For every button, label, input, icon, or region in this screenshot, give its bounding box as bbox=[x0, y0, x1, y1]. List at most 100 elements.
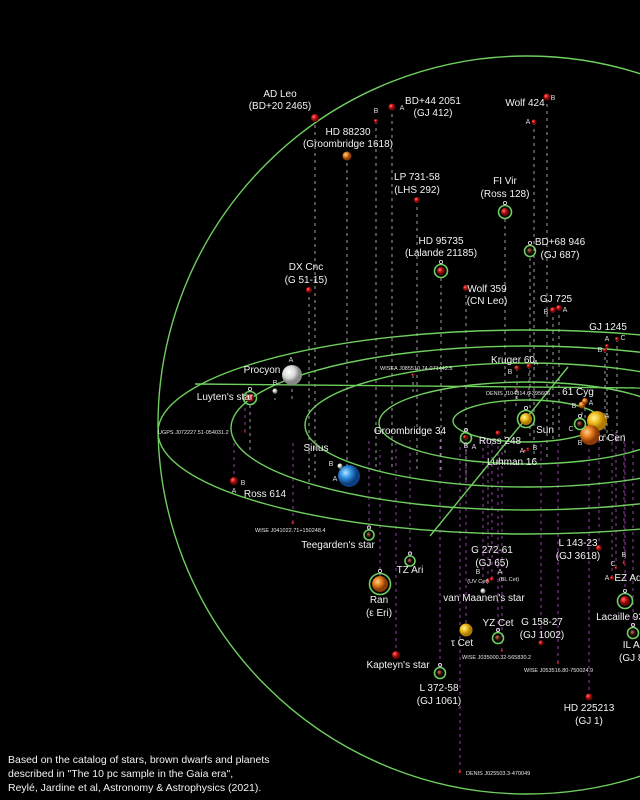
star-label: (Groombridge 1618) bbox=[303, 139, 393, 150]
planet-host-ring-icon bbox=[242, 390, 258, 406]
component-label: B bbox=[329, 461, 334, 468]
star-body[interactable] bbox=[577, 421, 583, 427]
star-body[interactable] bbox=[515, 388, 517, 390]
star-system: L 372-58(GJ 1061) bbox=[417, 663, 461, 707]
star-body[interactable] bbox=[531, 119, 537, 125]
sphere-outline bbox=[157, 55, 640, 795]
axis-line-diagonal bbox=[429, 366, 569, 537]
star-body[interactable] bbox=[580, 425, 600, 445]
component-label: A bbox=[534, 360, 539, 367]
object-label: WISE J035000.32-565830.2 bbox=[462, 655, 531, 661]
star-label: LP 731-58 bbox=[394, 172, 440, 183]
star-system: Teegarden's star bbox=[301, 525, 375, 551]
component-label: B bbox=[544, 309, 549, 316]
planet-host-ring-icon bbox=[404, 555, 416, 567]
star-body[interactable] bbox=[550, 307, 556, 313]
star-body[interactable] bbox=[526, 447, 530, 451]
star-body[interactable] bbox=[596, 545, 602, 551]
star-body[interactable] bbox=[520, 413, 532, 425]
object-label: WISE J041022.71+150248.4 bbox=[255, 528, 326, 534]
object-label: WISEA J085510.74-071442.5 bbox=[380, 366, 452, 372]
star-body[interactable] bbox=[614, 566, 618, 570]
planet-count-icon bbox=[631, 623, 636, 628]
component-label: B bbox=[273, 380, 278, 387]
star-body[interactable] bbox=[615, 337, 619, 341]
star-label: (GJ 87 bbox=[619, 653, 640, 664]
star-body[interactable] bbox=[603, 348, 607, 352]
star-system: WISE J035000.32-565830.2 bbox=[462, 649, 531, 661]
star-body[interactable] bbox=[407, 558, 413, 564]
star-body[interactable] bbox=[527, 248, 533, 254]
star-body[interactable] bbox=[437, 267, 445, 275]
star-body[interactable] bbox=[411, 373, 415, 377]
component-label: B bbox=[533, 445, 538, 452]
star-body[interactable] bbox=[388, 103, 396, 111]
star-body[interactable] bbox=[538, 640, 544, 646]
star-body[interactable] bbox=[463, 285, 469, 291]
component-label: A bbox=[232, 488, 237, 495]
drop-lines bbox=[233, 97, 634, 772]
star-body[interactable] bbox=[543, 93, 551, 101]
star-system: Wolf 359(CN Leo) bbox=[463, 284, 507, 307]
star-body[interactable] bbox=[291, 521, 295, 525]
component-label: A bbox=[498, 569, 503, 576]
star-body[interactable] bbox=[272, 388, 278, 394]
star-label: IL Aq bbox=[623, 640, 640, 651]
star-body[interactable] bbox=[556, 661, 560, 665]
star-body[interactable] bbox=[244, 431, 246, 433]
star-body[interactable] bbox=[605, 344, 609, 348]
star-body[interactable] bbox=[523, 449, 527, 453]
star-body[interactable] bbox=[372, 576, 388, 592]
star-body[interactable] bbox=[282, 365, 302, 385]
star-body[interactable] bbox=[338, 465, 360, 487]
star-body[interactable] bbox=[306, 287, 312, 293]
star-body[interactable] bbox=[414, 197, 420, 203]
planet-count-icon bbox=[438, 259, 443, 264]
planet-host-ring-icon bbox=[433, 666, 447, 680]
star-label: (GJ 1002) bbox=[520, 630, 564, 641]
star-body[interactable] bbox=[495, 430, 501, 436]
star-body[interactable] bbox=[500, 649, 504, 653]
star-body[interactable] bbox=[610, 576, 614, 580]
star-body[interactable] bbox=[366, 532, 372, 538]
star-body[interactable] bbox=[374, 119, 378, 123]
star-body[interactable] bbox=[246, 394, 254, 402]
star-body[interactable] bbox=[495, 635, 501, 641]
star-body[interactable] bbox=[585, 693, 593, 701]
source-caption: Based on the catalog of stars, brown dwa… bbox=[8, 753, 270, 795]
planet-count-icon bbox=[578, 413, 583, 418]
star-body[interactable] bbox=[490, 577, 494, 581]
star-body[interactable] bbox=[514, 365, 520, 371]
star-system: Ran(ε Eri) bbox=[366, 569, 392, 619]
star-body[interactable] bbox=[556, 305, 562, 311]
star-body[interactable] bbox=[486, 579, 490, 583]
star-body[interactable] bbox=[630, 630, 636, 636]
star-label: τ Cet bbox=[451, 638, 474, 649]
star-body[interactable] bbox=[311, 114, 319, 122]
star-body[interactable] bbox=[337, 463, 343, 469]
star-body[interactable] bbox=[437, 670, 443, 676]
star-body[interactable] bbox=[463, 435, 467, 439]
planet-host-ring-icon bbox=[368, 572, 392, 596]
star-system: WISEA J085510.74-071442.5 bbox=[380, 366, 452, 377]
planet-host-ring-icon bbox=[516, 409, 536, 429]
star-body[interactable] bbox=[342, 151, 352, 161]
star-body[interactable] bbox=[230, 477, 238, 485]
star-body[interactable] bbox=[480, 588, 486, 594]
star-body[interactable] bbox=[459, 623, 473, 637]
component-label: A bbox=[563, 307, 568, 314]
star-label: (GJ 1061) bbox=[417, 696, 461, 707]
star-body[interactable] bbox=[622, 561, 626, 565]
star-system: HD 225213(GJ 1) bbox=[564, 693, 615, 727]
star-body[interactable] bbox=[620, 596, 630, 606]
star-body[interactable] bbox=[458, 770, 462, 774]
caption-line: Reylé, Jardine et al, Astronomy & Astrop… bbox=[8, 782, 262, 794]
star-body[interactable] bbox=[501, 208, 509, 216]
star-body[interactable] bbox=[392, 651, 400, 659]
star-body[interactable] bbox=[582, 398, 588, 404]
star-body[interactable] bbox=[526, 363, 532, 369]
